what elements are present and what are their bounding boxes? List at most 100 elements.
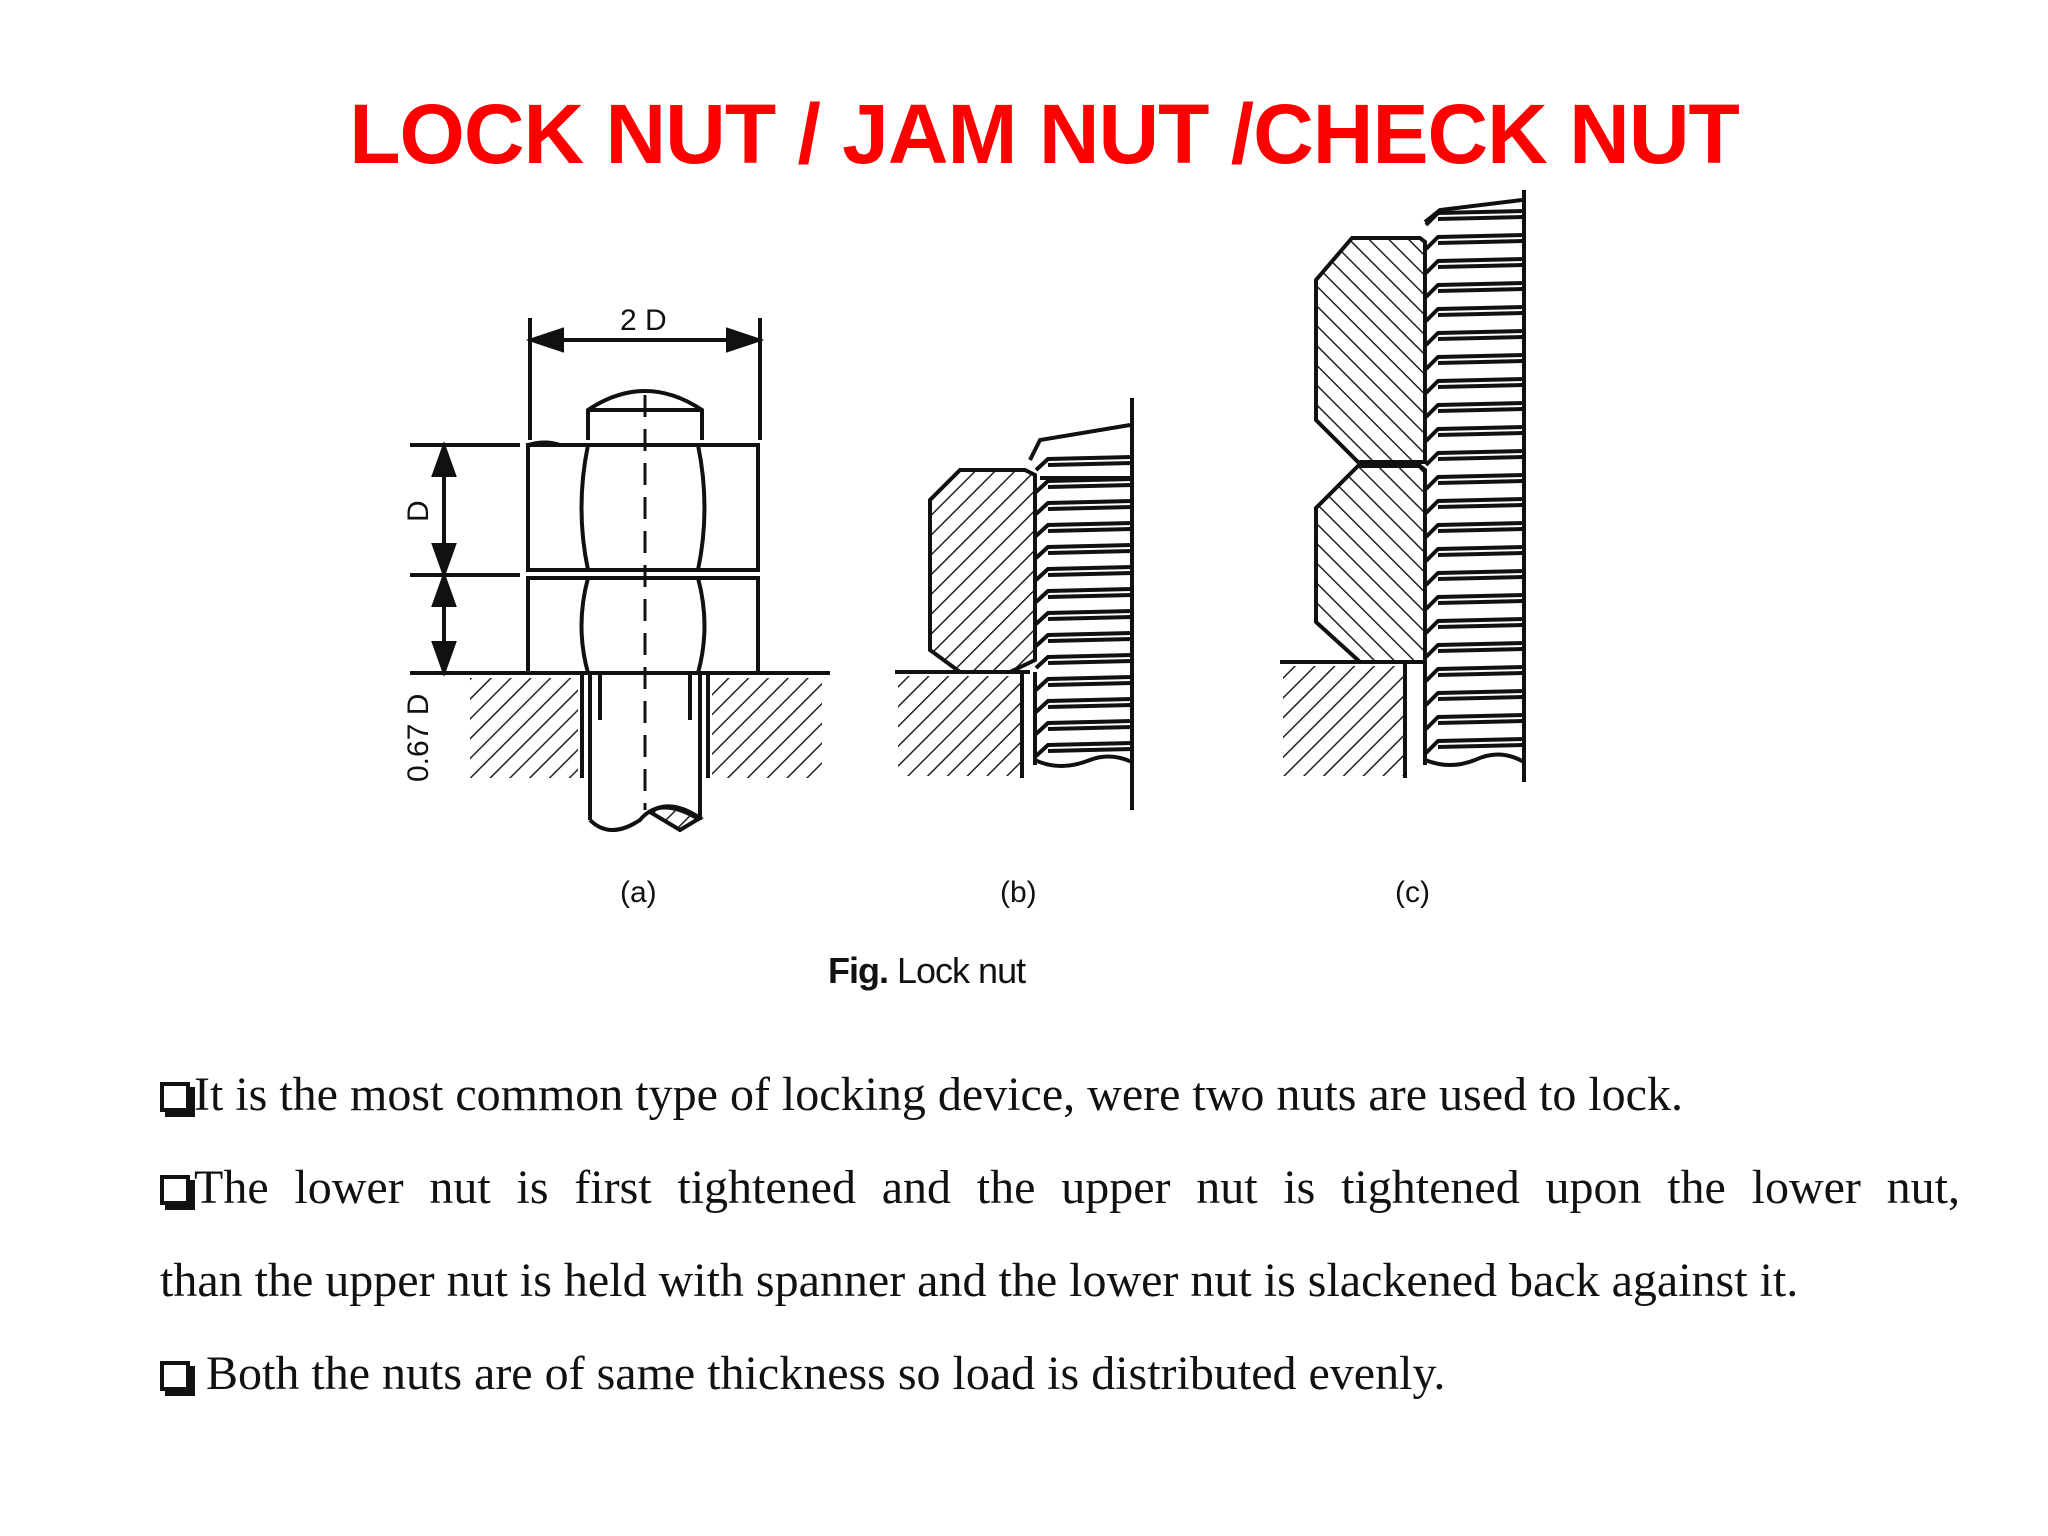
dim-2d-label: 2 D — [620, 304, 667, 337]
thread-line — [1034, 719, 1133, 736]
thread-line — [1034, 609, 1133, 626]
thread-line — [1034, 741, 1133, 758]
thread-line — [1047, 747, 1133, 753]
thread-line — [1424, 641, 1525, 659]
dim-d-label: D — [402, 500, 435, 522]
thread-line — [1424, 353, 1525, 371]
thread-line — [1424, 401, 1525, 419]
checkbox-bullet-icon — [160, 1082, 190, 1112]
thread-line — [1047, 659, 1133, 665]
thread-line — [1424, 425, 1525, 443]
thread-line — [1424, 737, 1525, 755]
thread-line — [1424, 449, 1525, 467]
thread-line — [1437, 287, 1525, 293]
thread-line — [1437, 527, 1525, 533]
label-b: (b) — [1000, 876, 1037, 909]
bullet-text: It is the most common type of locking de… — [194, 1068, 1683, 1121]
thread-line — [1424, 329, 1525, 347]
caption-text: Lock nut — [897, 950, 1026, 991]
thread-line — [1047, 681, 1133, 687]
thread-line — [1424, 521, 1525, 539]
thread-line — [1437, 719, 1525, 725]
thread-line — [1424, 233, 1525, 251]
thread-line — [1437, 455, 1525, 461]
figure-caption: Fig. Lock nut — [828, 950, 1026, 992]
thread-line — [1437, 383, 1525, 389]
thread-line — [1437, 335, 1525, 341]
figure-b — [895, 398, 1134, 810]
thread-line — [1437, 215, 1525, 221]
checkbox-bullet-icon — [160, 1361, 190, 1391]
thread-line — [1034, 543, 1133, 560]
bullet-text: Both the nuts are of same thickness so l… — [194, 1347, 1446, 1400]
thread-line — [1047, 593, 1133, 599]
thread-line — [1047, 637, 1133, 643]
bullet-item-1: It is the most common type of locking de… — [160, 1048, 1960, 1141]
thread-line — [1034, 653, 1133, 670]
thread-line — [1047, 703, 1133, 709]
thread-lines-b — [1034, 455, 1133, 758]
thread-line — [1437, 647, 1525, 653]
thread-line — [1437, 671, 1525, 677]
thread-line — [1437, 743, 1525, 749]
bullet-text: The lower nut is first tightened and the… — [194, 1161, 1960, 1214]
thread-line — [1424, 281, 1525, 299]
bullet-item-3: Both the nuts are of same thickness so l… — [160, 1327, 1960, 1420]
thread-line — [1047, 571, 1133, 577]
thread-line — [1424, 497, 1525, 515]
thread-line — [1034, 587, 1133, 604]
figure-c — [1280, 190, 1526, 782]
thread-lines-c — [1424, 209, 1525, 755]
thread-line — [1437, 479, 1525, 485]
bullet-item-2-line-2: than the upper nut is held with spanner … — [160, 1234, 1960, 1327]
thread-line — [1034, 675, 1133, 692]
thread-line — [1437, 695, 1525, 701]
thread-line — [1047, 549, 1133, 555]
label-c: (c) — [1395, 876, 1430, 909]
thread-line — [1437, 623, 1525, 629]
thread-line — [1437, 263, 1525, 269]
figure-a — [410, 318, 830, 833]
bullet-text: than the upper nut is held with spanner … — [160, 1254, 1799, 1307]
thread-line — [1437, 575, 1525, 581]
thread-line — [1424, 257, 1525, 275]
thread-line — [1424, 593, 1525, 611]
thread-line — [1034, 455, 1133, 472]
thread-line — [1047, 483, 1133, 489]
thread-line — [1034, 521, 1133, 538]
thread-line — [1034, 477, 1133, 494]
thread-line — [1047, 461, 1133, 467]
thread-line — [1437, 239, 1525, 245]
thread-line — [1047, 615, 1133, 621]
thread-line — [1424, 713, 1525, 731]
thread-line — [1424, 569, 1525, 587]
thread-line — [1047, 527, 1133, 533]
thread-line — [1437, 431, 1525, 437]
thread-line — [1437, 503, 1525, 509]
thread-line — [1034, 631, 1133, 648]
thread-line — [1047, 505, 1133, 511]
thread-line — [1034, 697, 1133, 714]
bullet-item-2-line-1: The lower nut is first tightened and the… — [160, 1141, 1960, 1234]
thread-line — [1437, 407, 1525, 413]
thread-line — [1424, 305, 1525, 323]
caption-prefix: Fig. — [828, 950, 889, 991]
thread-line — [1437, 359, 1525, 365]
bullet-list: It is the most common type of locking de… — [160, 1048, 1960, 1420]
thread-line — [1424, 617, 1525, 635]
thread-line — [1424, 545, 1525, 563]
thread-line — [1047, 725, 1133, 731]
dim-067d-label: 0.67 D — [402, 694, 435, 782]
label-a: (a) — [620, 876, 657, 909]
thread-line — [1437, 551, 1525, 557]
thread-line — [1437, 311, 1525, 317]
thread-line — [1424, 209, 1525, 227]
page-title: LOCK NUT / JAM NUT /CHECK NUT — [349, 87, 1740, 181]
thread-line — [1034, 565, 1133, 582]
checkbox-bullet-icon — [160, 1175, 190, 1205]
thread-line — [1437, 599, 1525, 605]
thread-line — [1424, 689, 1525, 707]
thread-line — [1424, 377, 1525, 395]
thread-line — [1034, 499, 1133, 516]
